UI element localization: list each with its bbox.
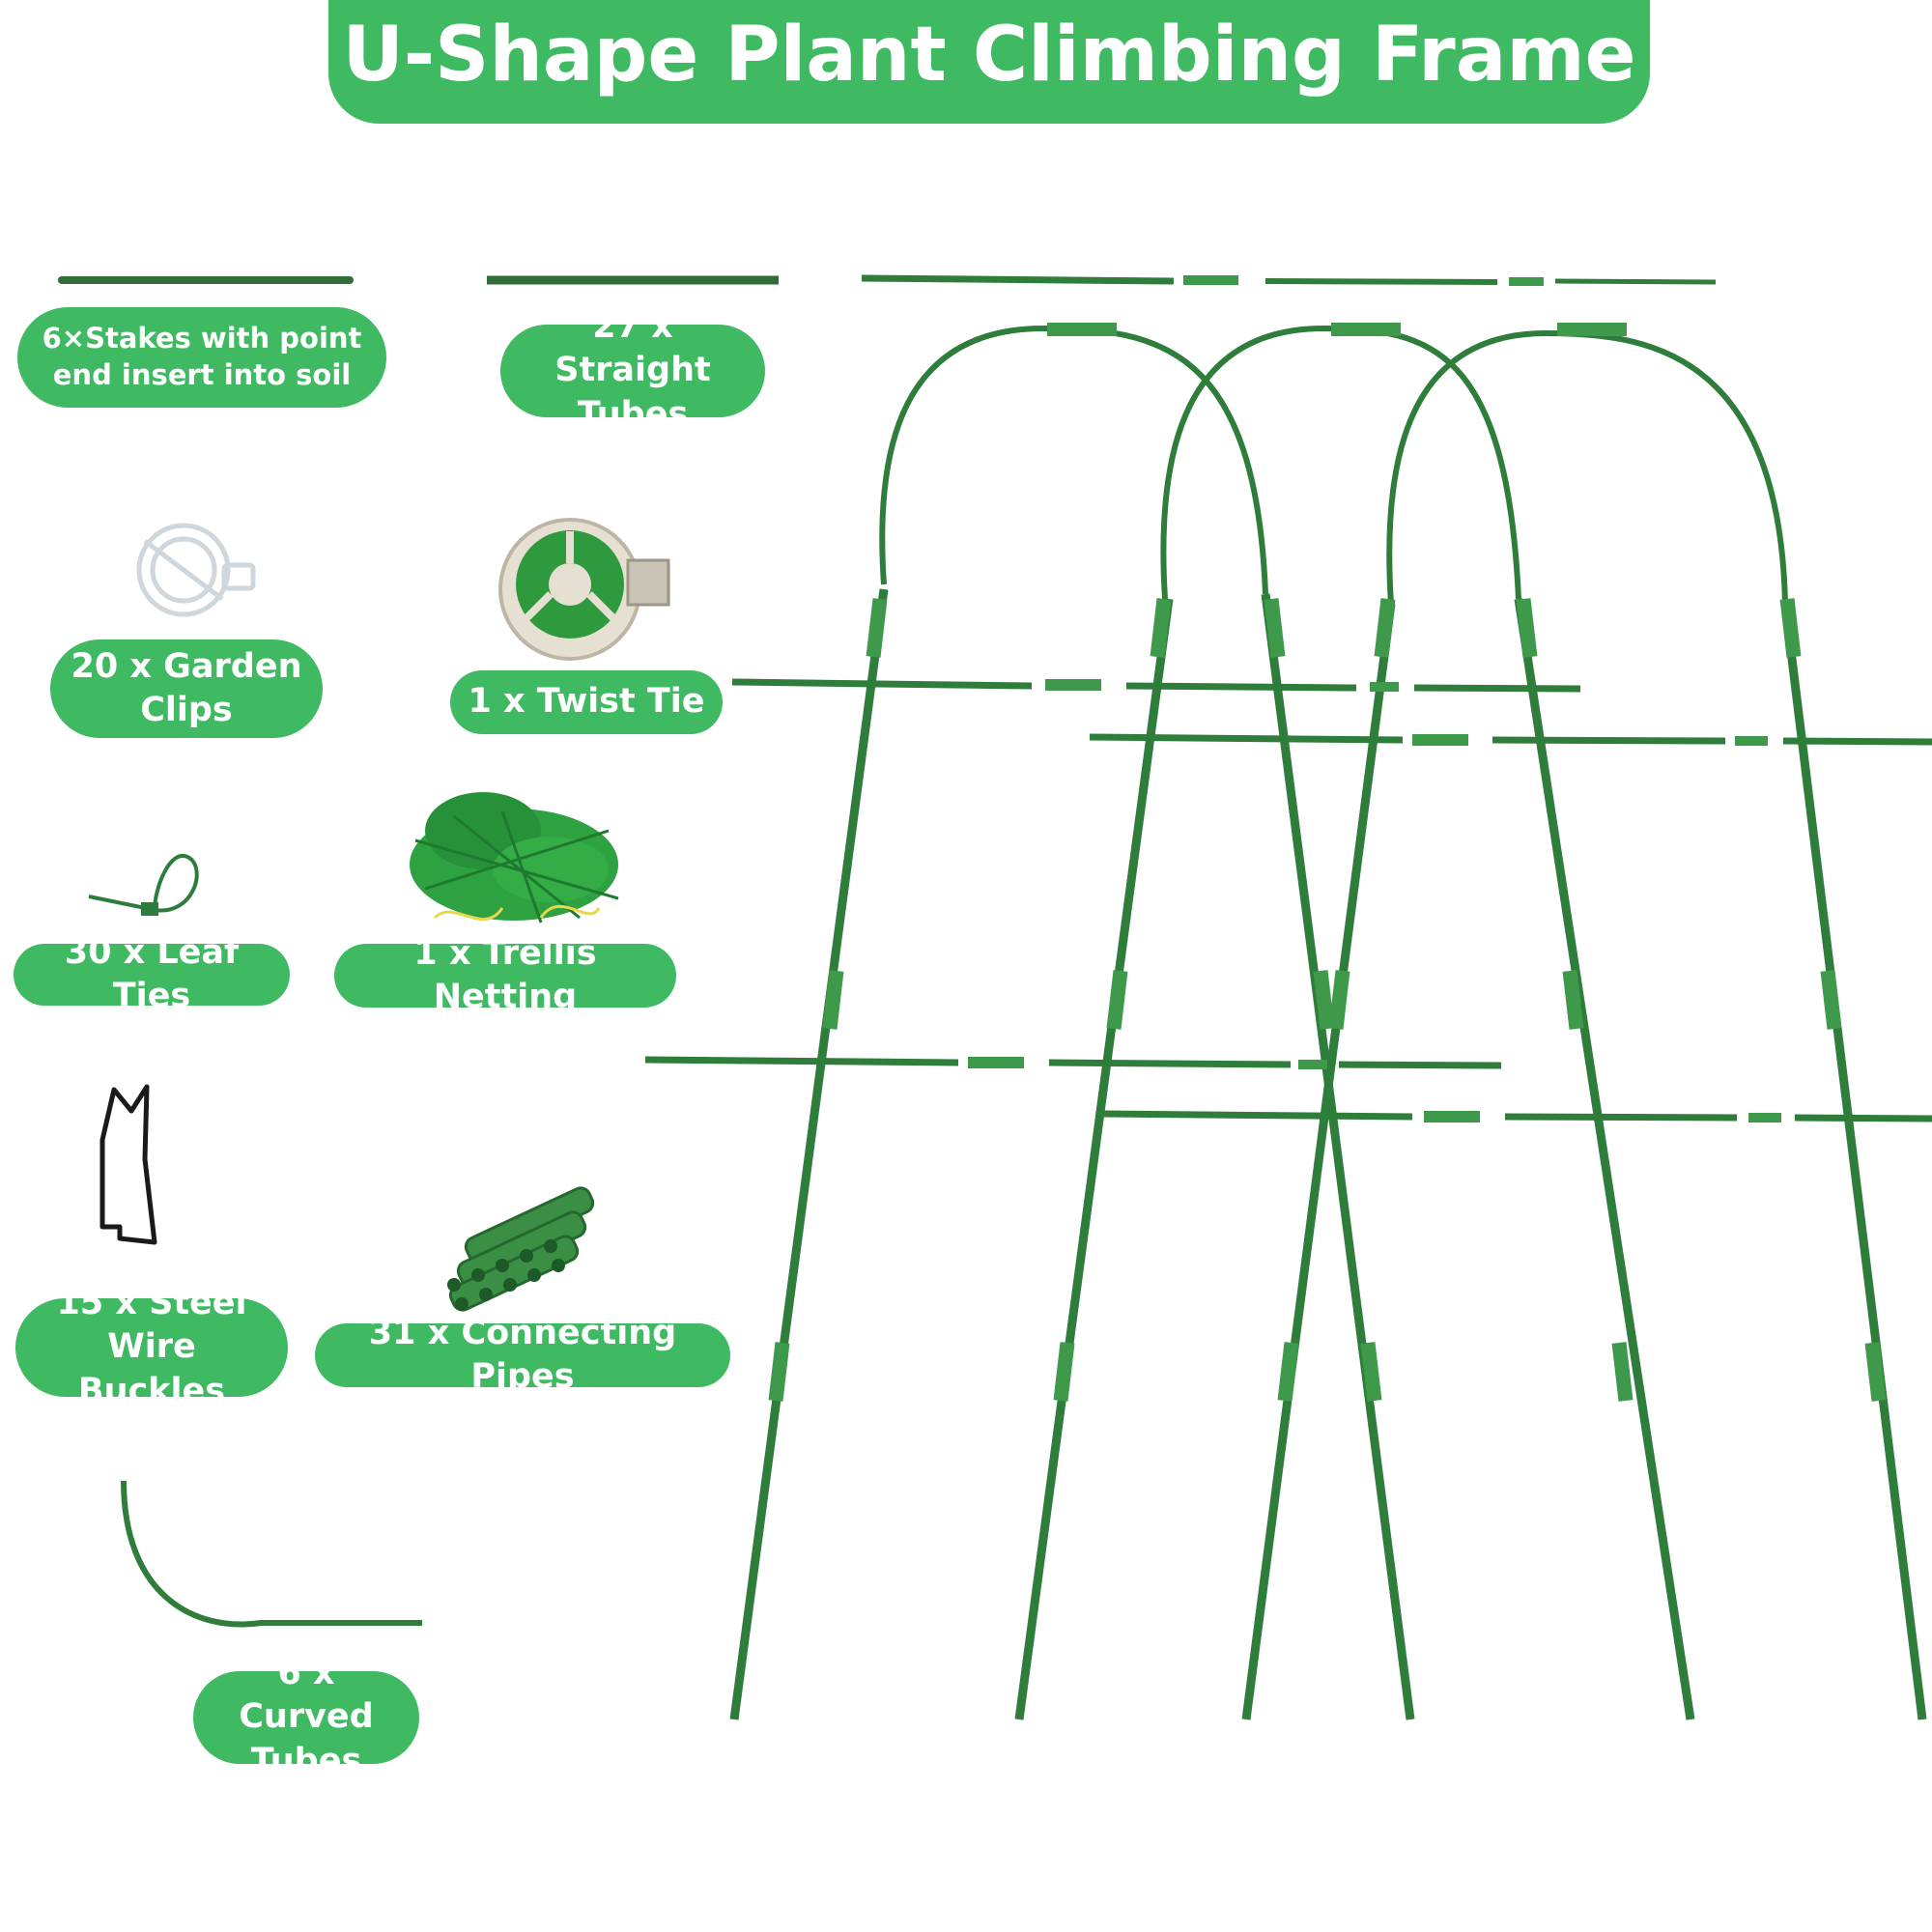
page-title: U-Shape Plant Climbing Frame xyxy=(342,12,1636,99)
label-garden-clips: 20 x Garden Clips xyxy=(50,639,323,738)
label-connecting-pipes: 31 x Connecting Pipes xyxy=(315,1314,730,1396)
assembled-frame xyxy=(644,274,1932,1720)
leaf-tie-icon xyxy=(88,854,199,916)
label-stakes: 6×Stakes with point end insert into soil xyxy=(17,307,386,408)
label-trellis-netting: 1 x Trellis Netting xyxy=(334,934,676,1016)
garden-clip-icon xyxy=(136,523,256,617)
twist-tie-icon xyxy=(498,518,670,661)
label-curved-tubes: 6 x Curved Tubes xyxy=(193,1654,419,1780)
label-wire-buckles: 15 x Steel Wire Buckles xyxy=(15,1284,288,1410)
label-straight-tubes: 27 x Straight Tubes xyxy=(500,307,765,434)
trellis-netting-icon xyxy=(410,792,619,923)
label-leaf-ties: 30 x Leaf Ties xyxy=(14,933,290,1015)
connecting-pipes-icon xyxy=(447,1186,595,1312)
curved-tube-icon xyxy=(121,1480,422,1628)
wire-buckle-icon xyxy=(99,1084,157,1245)
label-twist-tie: 1 x Twist Tie xyxy=(450,670,723,734)
title-banner: U-Shape Plant Climbing Frame xyxy=(328,0,1650,124)
